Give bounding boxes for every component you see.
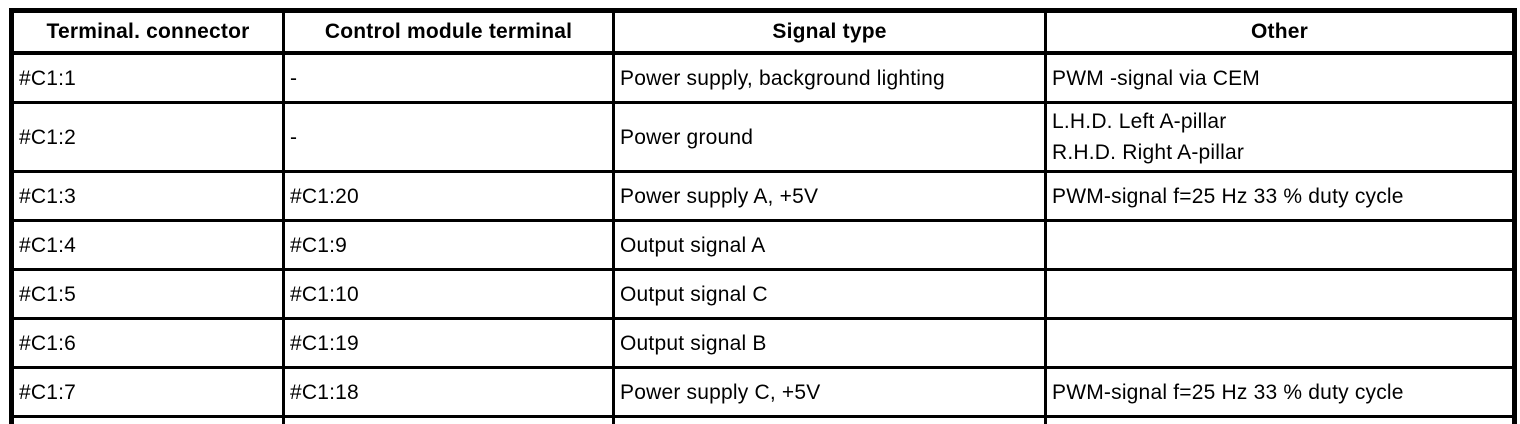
table-row: #C1:8 #C1:11 Power supply B, +5V PWM-sig… [10, 415, 1516, 424]
cell-terminal-connector: #C1:8 [10, 415, 285, 424]
table-row: #C1:4 #C1:9 Output signal A [10, 219, 1516, 271]
cell-signal-type: Output signal A [612, 219, 1047, 271]
table-row: #C1:5 #C1:10 Output signal C [10, 268, 1516, 320]
cell-other: PWM-signal f=25 Hz 33 % duty cycle [1044, 415, 1516, 424]
cell-other [1044, 219, 1516, 271]
cell-terminal-connector: #C1:6 [10, 317, 285, 369]
cell-other [1044, 317, 1516, 369]
cell-signal-type: Power supply, background lighting [612, 51, 1047, 104]
cell-signal-type: Power supply C, +5V [612, 366, 1047, 418]
table-row: #C1:6 #C1:19 Output signal B [10, 317, 1516, 369]
cell-terminal-connector: #C1:2 [10, 101, 285, 173]
column-header-terminal-connector: Terminal. connector [10, 9, 285, 55]
cell-control-module-terminal: #C1:18 [282, 366, 615, 418]
cell-signal-type: Output signal C [612, 268, 1047, 320]
cell-control-module-terminal: #C1:11 [282, 415, 615, 424]
cell-control-module-terminal: #C1:10 [282, 268, 615, 320]
cell-terminal-connector: #C1:1 [10, 51, 285, 104]
cell-signal-type: Power supply A, +5V [612, 170, 1047, 222]
table-row: #C1:1 - Power supply, background lightin… [10, 51, 1516, 104]
table-body: #C1:1 - Power supply, background lightin… [10, 51, 1516, 424]
cell-other: PWM-signal f=25 Hz 33 % duty cycle [1044, 170, 1516, 222]
cell-other: PWM-signal f=25 Hz 33 % duty cycle [1044, 366, 1516, 418]
cell-control-module-terminal: - [282, 51, 615, 104]
cell-control-module-terminal: #C1:20 [282, 170, 615, 222]
column-header-control-module-terminal: Control module terminal [282, 9, 615, 55]
cell-control-module-terminal: #C1:19 [282, 317, 615, 369]
cell-signal-type: Output signal B [612, 317, 1047, 369]
table-row: #C1:2 - Power ground L.H.D. Left A-pilla… [10, 101, 1516, 173]
table-row: #C1:7 #C1:18 Power supply C, +5V PWM-sig… [10, 366, 1516, 418]
cell-other: L.H.D. Left A-pillar R.H.D. Right A-pill… [1044, 101, 1516, 173]
cell-control-module-terminal: #C1:9 [282, 219, 615, 271]
cell-control-module-terminal: - [282, 101, 615, 173]
table-row: #C1:3 #C1:20 Power supply A, +5V PWM-sig… [10, 170, 1516, 222]
header-row: Terminal. connector Control module termi… [10, 9, 1516, 55]
cell-other: PWM -signal via CEM [1044, 51, 1516, 104]
cell-terminal-connector: #C1:7 [10, 366, 285, 418]
column-header-other: Other [1044, 9, 1516, 55]
cell-signal-type: Power ground [612, 101, 1047, 173]
cell-other [1044, 268, 1516, 320]
cell-terminal-connector: #C1:3 [10, 170, 285, 222]
connector-pin-table: Terminal. connector Control module termi… [9, 8, 1517, 424]
column-header-signal-type: Signal type [612, 9, 1047, 55]
cell-signal-type: Power supply B, +5V [612, 415, 1047, 424]
cell-terminal-connector: #C1:5 [10, 268, 285, 320]
cell-terminal-connector: #C1:4 [10, 219, 285, 271]
